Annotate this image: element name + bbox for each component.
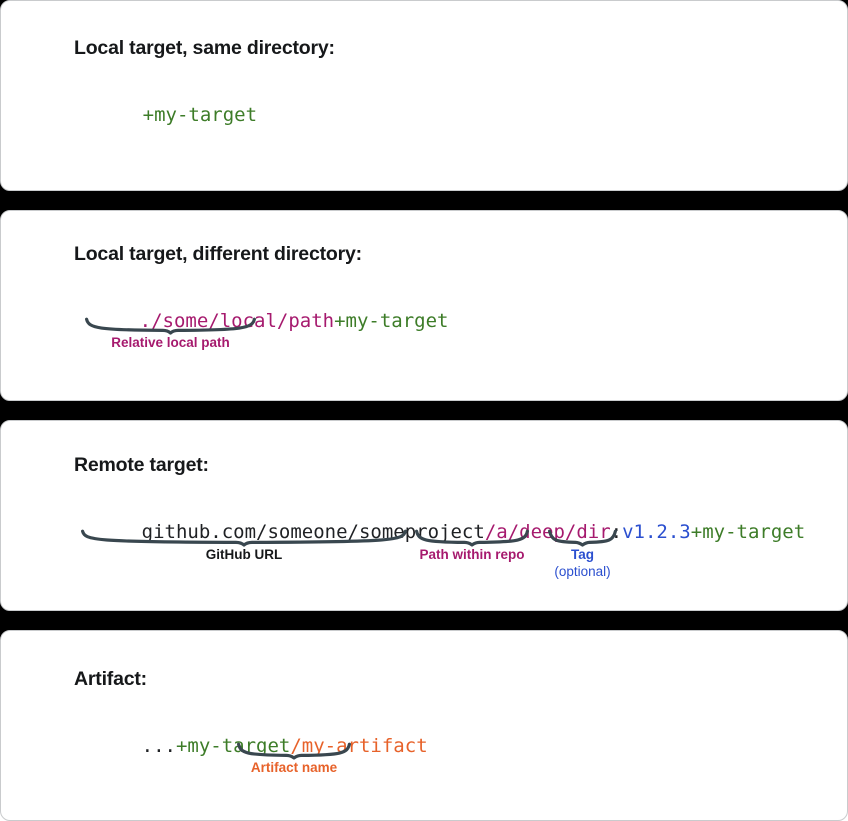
code-line: ./some/local/path+my-target bbox=[71, 288, 449, 354]
code-line: +my-target bbox=[74, 82, 257, 148]
code-path-within-repo: /a/deep/dir bbox=[484, 521, 611, 543]
separator-bar-3 bbox=[0, 611, 848, 630]
slide-heading: Artifact: bbox=[74, 668, 147, 690]
slide-local-same-dir: Local target, same directory: +my-target bbox=[0, 0, 848, 191]
code-target-name: +my-target bbox=[175, 735, 291, 757]
slide-artifact: Artifact: ...+my-target/my-artifact Arti… bbox=[0, 630, 848, 821]
separator-bar-2 bbox=[0, 401, 848, 420]
annotation-relative-local-path: Relative local path bbox=[85, 335, 256, 352]
code-artifact-name: /my-artifact bbox=[290, 735, 428, 757]
code-target-name: +my-target bbox=[142, 104, 258, 126]
code-ellipsis: ... bbox=[141, 735, 176, 757]
annotation-github-url: GitHub URL bbox=[81, 547, 407, 564]
annotation-label: Path within repo bbox=[419, 547, 525, 562]
brace-tag bbox=[548, 529, 617, 547]
annotation-artifact-name: Artifact name bbox=[237, 760, 351, 777]
slide-heading: Remote target: bbox=[74, 454, 209, 476]
annotation-label: Relative local path bbox=[111, 335, 230, 350]
code-tag: v1.2.3 bbox=[622, 521, 691, 543]
slide-heading: Local target, different directory: bbox=[74, 243, 362, 265]
code-target-name: +my-target bbox=[690, 521, 806, 543]
annotation-tag: Tag (optional) bbox=[534, 547, 631, 581]
annotation-label: GitHub URL bbox=[205, 547, 283, 562]
brace-artifact-name bbox=[237, 742, 351, 760]
annotation-label: Artifact name bbox=[250, 760, 338, 775]
code-relative-path: ./some/local/path bbox=[139, 310, 335, 332]
code-line: github.com/someone/someproject/a/deep/di… bbox=[73, 499, 806, 565]
annotation-sublabel: (optional) bbox=[554, 563, 611, 579]
slide-heading: Local target, same directory: bbox=[74, 37, 335, 59]
annotation-label: Tag bbox=[571, 547, 594, 562]
brace-github-url bbox=[81, 529, 407, 547]
code-line: ...+my-target/my-artifact bbox=[73, 713, 428, 779]
separator-bar-1 bbox=[0, 191, 848, 210]
code-target-name: +my-target bbox=[334, 310, 449, 332]
slide-local-different-dir: Local target, different directory: ./som… bbox=[0, 210, 848, 401]
annotation-path-within-repo: Path within repo bbox=[415, 547, 529, 564]
slide-remote-target: Remote target: github.com/someone/somepr… bbox=[0, 420, 848, 611]
brace-path-within-repo bbox=[415, 529, 529, 547]
brace-relative-local-path bbox=[85, 317, 256, 335]
